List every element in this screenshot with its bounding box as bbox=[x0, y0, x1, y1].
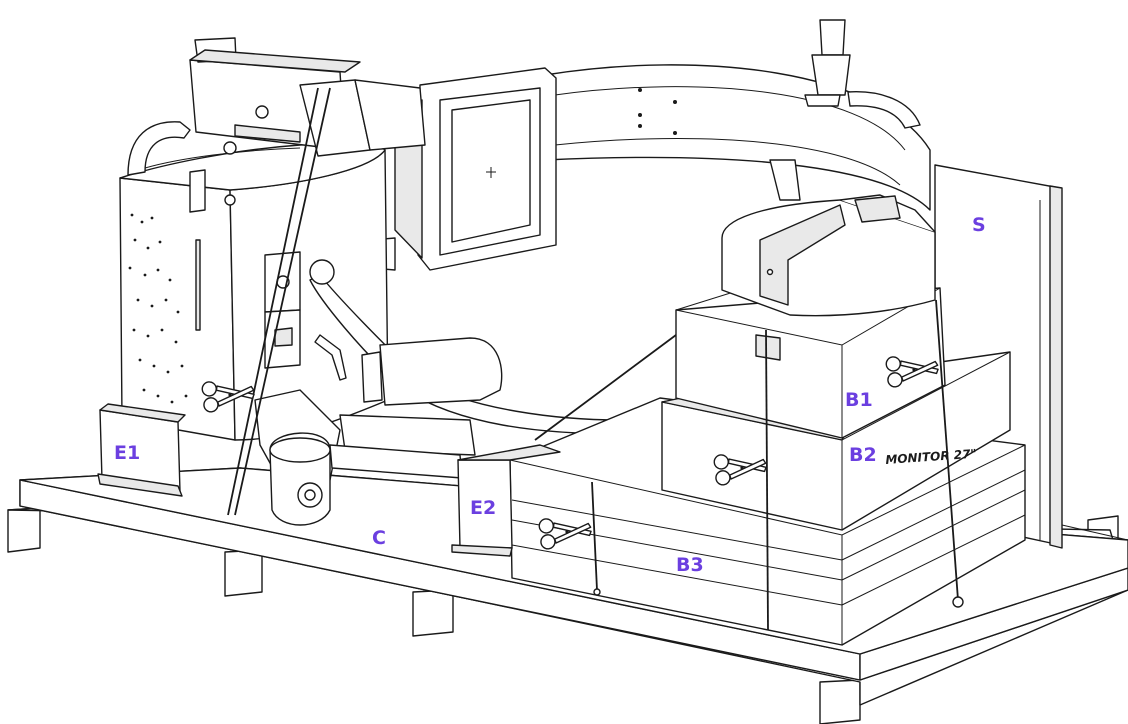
straps bbox=[227, 87, 964, 631]
end-block-e2 bbox=[451, 444, 561, 557]
skid-block-4 bbox=[819, 679, 861, 724]
perforation-pattern bbox=[128, 213, 188, 414]
xray-tube bbox=[721, 194, 936, 317]
skid-block-2 bbox=[224, 549, 263, 597]
flat-detector bbox=[371, 67, 557, 271]
box-b1 bbox=[675, 287, 946, 439]
c-arm bbox=[544, 19, 931, 211]
label-b3: B3 bbox=[676, 554, 704, 576]
end-block-e1 bbox=[97, 403, 186, 497]
label-b2: B2 bbox=[849, 444, 877, 466]
label-e2: E2 bbox=[470, 497, 497, 519]
label-s: S bbox=[972, 214, 986, 236]
label-b1: B1 bbox=[845, 389, 873, 411]
label-c: C bbox=[372, 527, 386, 549]
label-e1: E1 bbox=[114, 442, 141, 464]
skid-block-3 bbox=[412, 589, 454, 637]
skid-block-left bbox=[7, 507, 41, 553]
